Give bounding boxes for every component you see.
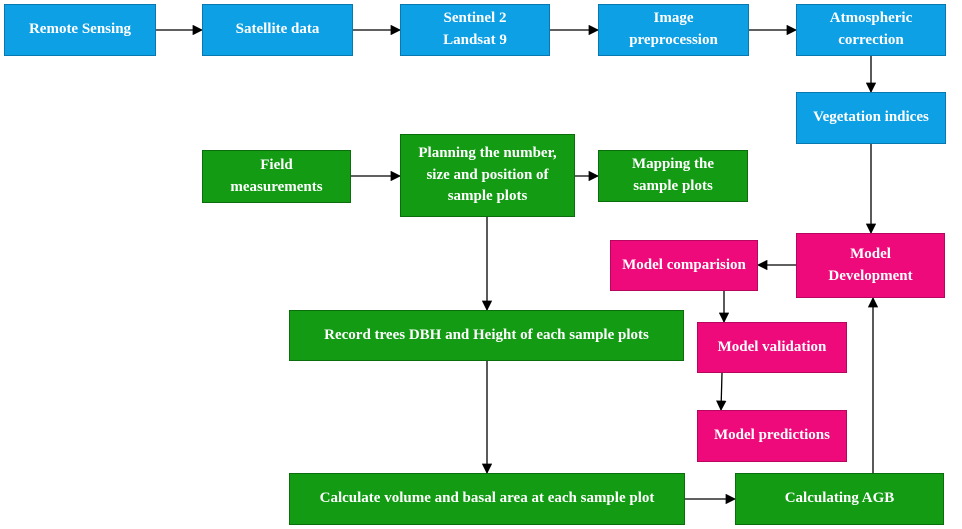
node-image-preprocession: Image preprocession [598, 4, 749, 56]
node-calculating-agb: Calculating AGB [735, 473, 944, 525]
node-model-predictions: Model predictions [697, 410, 847, 462]
node-vegetation-indices: Vegetation indices [796, 92, 946, 144]
node-calculate-volume: Calculate volume and basal area at each … [289, 473, 685, 525]
node-atmospheric-correction: Atmospheric correction [796, 4, 946, 56]
node-remote-sensing: Remote Sensing [4, 4, 156, 56]
node-model-comparision: Model comparision [610, 240, 758, 291]
edge-model-validation-to-model-predictions [716, 372, 727, 412]
node-field-measurements: Field measurements [202, 150, 351, 203]
node-model-validation: Model validation [697, 322, 847, 373]
node-planning-plots: Planning the number, size and position o… [400, 134, 575, 217]
node-mapping-plots: Mapping the sample plots [598, 150, 748, 202]
node-record-trees: Record trees DBH and Height of each samp… [289, 310, 684, 361]
node-satellite-data: Satellite data [202, 4, 353, 56]
node-sentinel-landsat: Sentinel 2 Landsat 9 [400, 4, 550, 56]
node-model-development: Model Development [796, 233, 945, 298]
